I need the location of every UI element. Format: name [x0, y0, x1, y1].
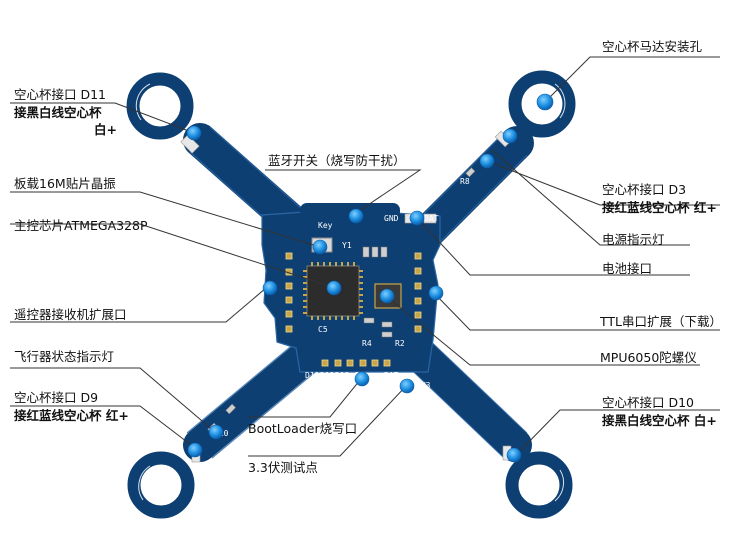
label-bootloader: BootLoader烧写口 [248, 421, 358, 436]
label-status-led: 飞行器状态指示灯 [14, 349, 115, 364]
silk-d11: D11 [305, 371, 320, 380]
silk-r8: R8 [460, 177, 470, 186]
callout-markers [186, 93, 554, 463]
label-motor-hole: 空心杯马达安装孔 [602, 39, 703, 54]
mcu-chip [306, 265, 360, 317]
silk-bat-bottom: BAT [384, 371, 399, 380]
label-test-point: 3.3伏测试点 [248, 460, 318, 475]
silk-r2: R2 [395, 339, 405, 348]
silk-bat: BAT [424, 214, 439, 223]
silk-key: Key [318, 221, 333, 230]
label-d11-line3: 白+ [94, 122, 117, 137]
label-d3-line1: 空心杯接口 D3 [602, 182, 687, 197]
label-mpu: MPU6050陀螺仪 [600, 350, 697, 365]
silk-r4: R4 [362, 339, 372, 348]
silk-d13: D13 [335, 371, 350, 380]
silk-c5: C5 [318, 325, 328, 334]
silk-3v3: 3V3 [416, 381, 431, 390]
label-d3-line2: 接红蓝线空心杯 红+ [602, 200, 717, 215]
silk-gnd: GND [384, 214, 399, 223]
label-mcu: 主控芯片ATMEGA328P [14, 218, 148, 233]
label-d11-line2: 接黑白线空心杯 [14, 105, 102, 120]
label-d9-line2: 接红蓝线空心杯 红+ [14, 408, 129, 423]
label-d10-line1: 空心杯接口 D10 [602, 395, 695, 410]
label-bt-switch: 蓝牙开关（烧写防干扰） [268, 153, 406, 168]
label-battery: 电池接口 [602, 261, 653, 276]
label-d10-line2: 接黑白线空心杯 白+ [602, 413, 717, 428]
label-d11-line1: 空心杯接口 D11 [14, 87, 107, 102]
silk-y1: Y1 [342, 241, 352, 250]
label-crystal: 板载16M贴片晶振 [14, 176, 116, 191]
leader-lines [10, 56, 720, 457]
label-d9-line1: 空心杯接口 D9 [14, 390, 99, 405]
label-power-led: 电源指示灯 [602, 232, 665, 247]
motor-rings [126, 70, 576, 519]
silk-d12: D12 [320, 371, 335, 380]
label-rc-port: 遥控器接收机扩展口 [14, 307, 127, 322]
label-ttl: TTL串口扩展（下载） [600, 314, 723, 329]
